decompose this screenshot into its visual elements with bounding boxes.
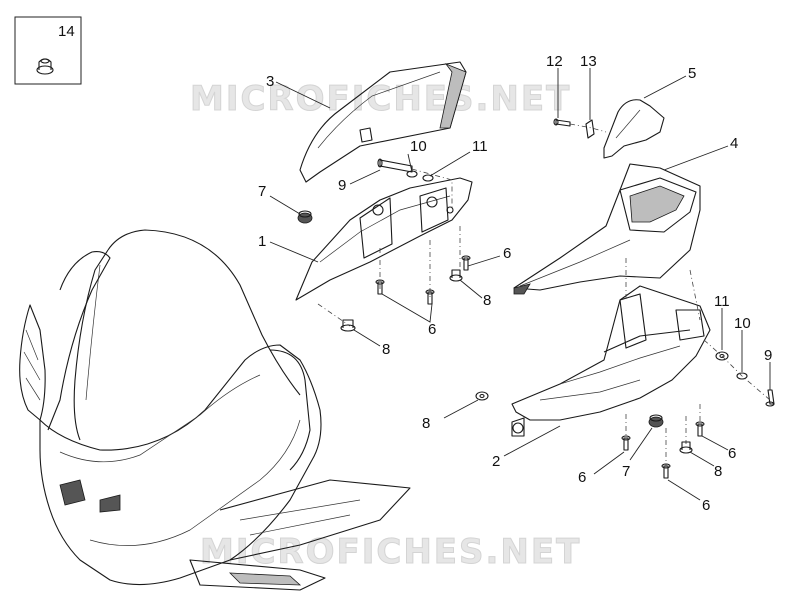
air-intake-right	[99, 494, 121, 513]
callout-11b: 11	[714, 293, 730, 310]
callout-6a: 6	[503, 245, 511, 262]
leader-6e	[667, 479, 701, 501]
leader-8a	[459, 279, 483, 299]
leader-6b	[381, 293, 433, 323]
callout-5: 5	[688, 65, 696, 82]
callout-4: 4	[730, 135, 738, 152]
clip-8-lower-left	[475, 391, 489, 401]
callout-8b: 8	[382, 341, 390, 358]
leader-6c	[701, 435, 729, 451]
callout-6d: 6	[578, 469, 586, 486]
callout-8a: 8	[483, 292, 491, 309]
leader-3	[275, 81, 331, 109]
callout-11a: 11	[472, 138, 488, 155]
inset-part-14: 14	[14, 16, 82, 85]
clip-8-upper	[449, 269, 463, 282]
callout-7a: 7	[258, 183, 266, 200]
callout-10b: 10	[734, 315, 751, 332]
callout-3: 3	[266, 73, 274, 90]
leader-9a	[349, 169, 381, 185]
part-4-side-panel	[513, 163, 701, 295]
screw-6-e	[661, 463, 671, 479]
bolt-9-upper	[377, 158, 413, 173]
grommet-11-upper	[422, 174, 434, 182]
callout-8d: 8	[714, 463, 722, 480]
screw-6-f	[695, 421, 705, 437]
callout-8c: 8	[422, 415, 430, 432]
leader-8c	[443, 399, 479, 419]
leader-8d	[689, 451, 715, 467]
leader-8b	[353, 329, 381, 347]
air-intake-left	[59, 479, 86, 506]
leader-10a	[407, 153, 413, 173]
callout-7b: 7	[622, 463, 630, 480]
callout-1: 1	[258, 233, 266, 250]
watermark-top: MICROFICHES.NET	[190, 79, 571, 119]
washer-10-lower	[736, 372, 748, 380]
leader-6a	[467, 255, 501, 267]
clip-13	[585, 119, 595, 139]
screw-12	[553, 118, 571, 127]
leader-1	[269, 241, 319, 263]
leader-7a	[269, 195, 301, 215]
callout-10a: 10	[410, 138, 427, 155]
screw-6-c	[461, 255, 471, 271]
windshield-top-edge	[107, 229, 301, 396]
lower-spoiler	[219, 479, 411, 561]
grommet-7-lower	[648, 414, 664, 428]
clip-8-lower-right	[679, 441, 693, 454]
windshield-left-edge	[73, 249, 109, 441]
callout-12: 12	[546, 53, 563, 70]
part-3-upper-panel	[299, 61, 467, 183]
callout-9a: 9	[338, 177, 346, 194]
front-fairing-assembly	[19, 229, 411, 591]
clip-14-icon	[36, 58, 54, 75]
callout-2: 2	[492, 453, 500, 470]
inset-frame	[14, 16, 82, 85]
callout-14: 14	[58, 23, 75, 40]
callout-9b: 9	[764, 347, 772, 364]
part-5-small-cover	[603, 99, 665, 159]
leader-5	[643, 75, 687, 99]
leader-6d	[593, 451, 625, 475]
part-2-lower-tray	[511, 285, 711, 437]
watermark-bottom: MICROFICHES.NET	[200, 532, 581, 572]
chin-spoiler	[189, 559, 326, 591]
clip-8-left	[340, 319, 356, 332]
fairing-side-flank	[269, 349, 311, 471]
callout-13: 13	[580, 53, 597, 70]
left-mirror-housing	[47, 251, 111, 431]
headlight-left	[19, 304, 46, 421]
callout-6c: 6	[728, 445, 736, 462]
front-nose-fairing	[39, 344, 322, 586]
grommet-11-lower	[715, 351, 729, 361]
callout-6b: 6	[428, 321, 436, 338]
screw-6-d	[621, 435, 631, 451]
leader-2	[503, 425, 561, 457]
grommet-7-upper	[297, 210, 313, 224]
leader-11a	[429, 151, 471, 177]
part-1-inner-panel	[295, 177, 473, 301]
leader-7b	[629, 427, 653, 461]
callout-6e: 6	[702, 497, 710, 514]
leader-4	[663, 145, 729, 171]
